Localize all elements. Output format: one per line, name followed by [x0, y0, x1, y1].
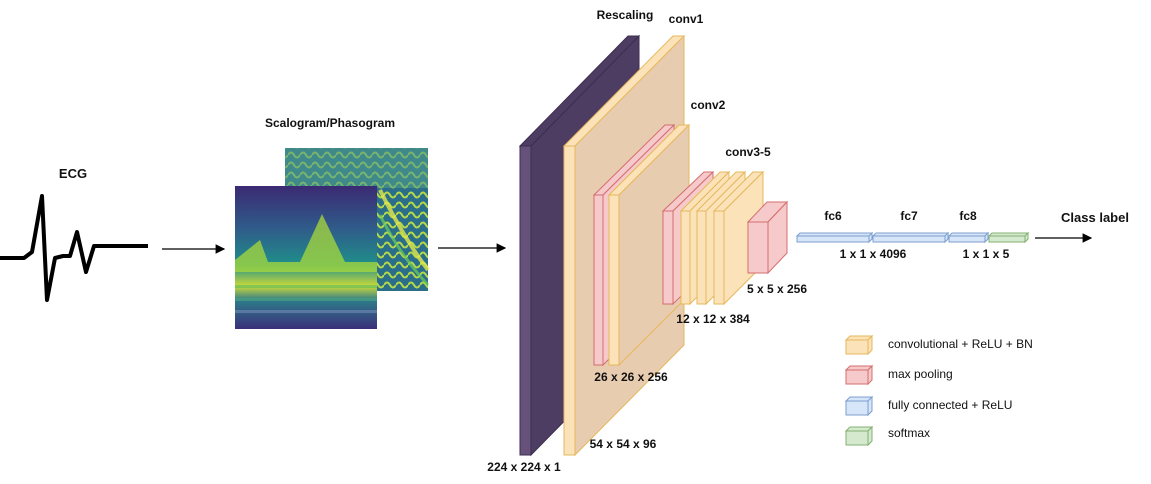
- pool-dims: 5 x 5 x 256: [747, 282, 807, 296]
- legend: convolutional + ReLU + BN max pooling fu…: [844, 334, 1033, 447]
- softmax-dims: 1 x 1 x 5: [963, 247, 1010, 261]
- conv2-conv-layer: [607, 123, 691, 367]
- legend-item-softmax: softmax: [844, 425, 930, 447]
- legend-label-fc: fully connected + ReLU: [888, 398, 1012, 412]
- legend-item-fc: fully connected + ReLU: [844, 395, 1012, 417]
- conv3-5-dims: 12 x 12 x 384: [676, 312, 750, 326]
- legend-label-conv: convolutional + ReLU + BN: [888, 337, 1033, 351]
- conv1-dims: 54 x 54 x 96: [590, 437, 657, 451]
- ecg-waveform: [0, 194, 148, 302]
- conv3-5-label: conv3-5: [725, 145, 771, 159]
- fc8-layer: [947, 231, 990, 244]
- fc7-label: fc7: [900, 209, 918, 223]
- legend-label-pool: max pooling: [888, 367, 953, 381]
- fc6-layer: [795, 231, 874, 244]
- conv2-label: conv2: [691, 98, 726, 112]
- fc6-label: fc6: [824, 209, 842, 223]
- final-pool-layer: [746, 200, 789, 275]
- scalogram-image: [235, 186, 377, 329]
- legend-label-softmax: softmax: [888, 426, 930, 440]
- input-dims: 224 x 224 x 1: [487, 460, 561, 474]
- spectrogram-label: Scalogram/Phasogram: [265, 116, 395, 130]
- rescaling-label: Rescaling: [597, 8, 654, 22]
- legend-item-conv: convolutional + ReLU + BN: [844, 334, 1033, 356]
- conv1-label: conv1: [669, 12, 704, 26]
- softmax-layer: [987, 231, 1030, 244]
- fc7-layer: [871, 231, 950, 244]
- legend-item-pool: max pooling: [844, 364, 953, 386]
- conv2-dims: 26 x 26 x 256: [594, 370, 668, 384]
- class-label: Class label: [1061, 210, 1129, 225]
- ecg-label: ECG: [59, 166, 87, 181]
- fc8-label: fc8: [959, 209, 977, 223]
- fc-dims: 1 x 1 x 4096: [840, 247, 907, 261]
